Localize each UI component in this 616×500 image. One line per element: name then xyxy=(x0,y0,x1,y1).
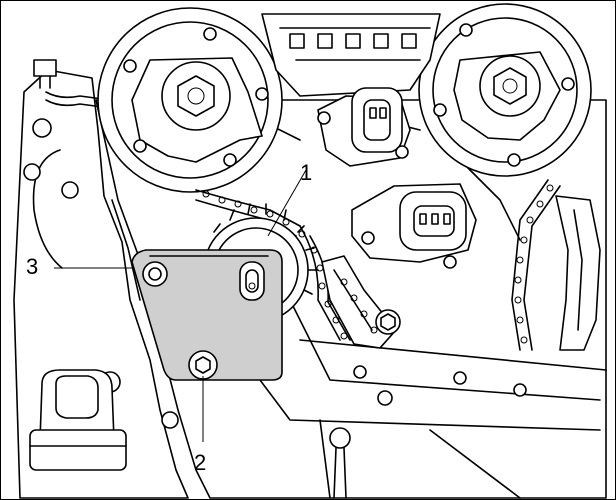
right-camshaft-sprocket xyxy=(418,3,592,177)
lower-left-component xyxy=(29,369,127,471)
center-bolt xyxy=(375,309,401,335)
lower-right-bolt xyxy=(329,427,351,499)
callout-1-leader xyxy=(267,169,307,237)
timing-chain-right xyxy=(511,179,601,351)
cylinder-head-cover xyxy=(261,13,441,97)
camshaft-sensor-lower xyxy=(351,183,477,269)
timing-chain-left xyxy=(195,189,351,341)
callout-1-label: 1 xyxy=(300,160,313,185)
left-camshaft-sprocket xyxy=(97,7,283,193)
fuel-pipe xyxy=(33,59,111,109)
plate-bolt-upper xyxy=(142,261,168,287)
plate-slot xyxy=(239,261,265,301)
callout-2-label: 2 xyxy=(194,450,207,475)
callout-3-label: 3 xyxy=(26,254,39,279)
plate-bolt-lower xyxy=(188,350,218,380)
camshaft-sensor-upper xyxy=(317,87,411,167)
